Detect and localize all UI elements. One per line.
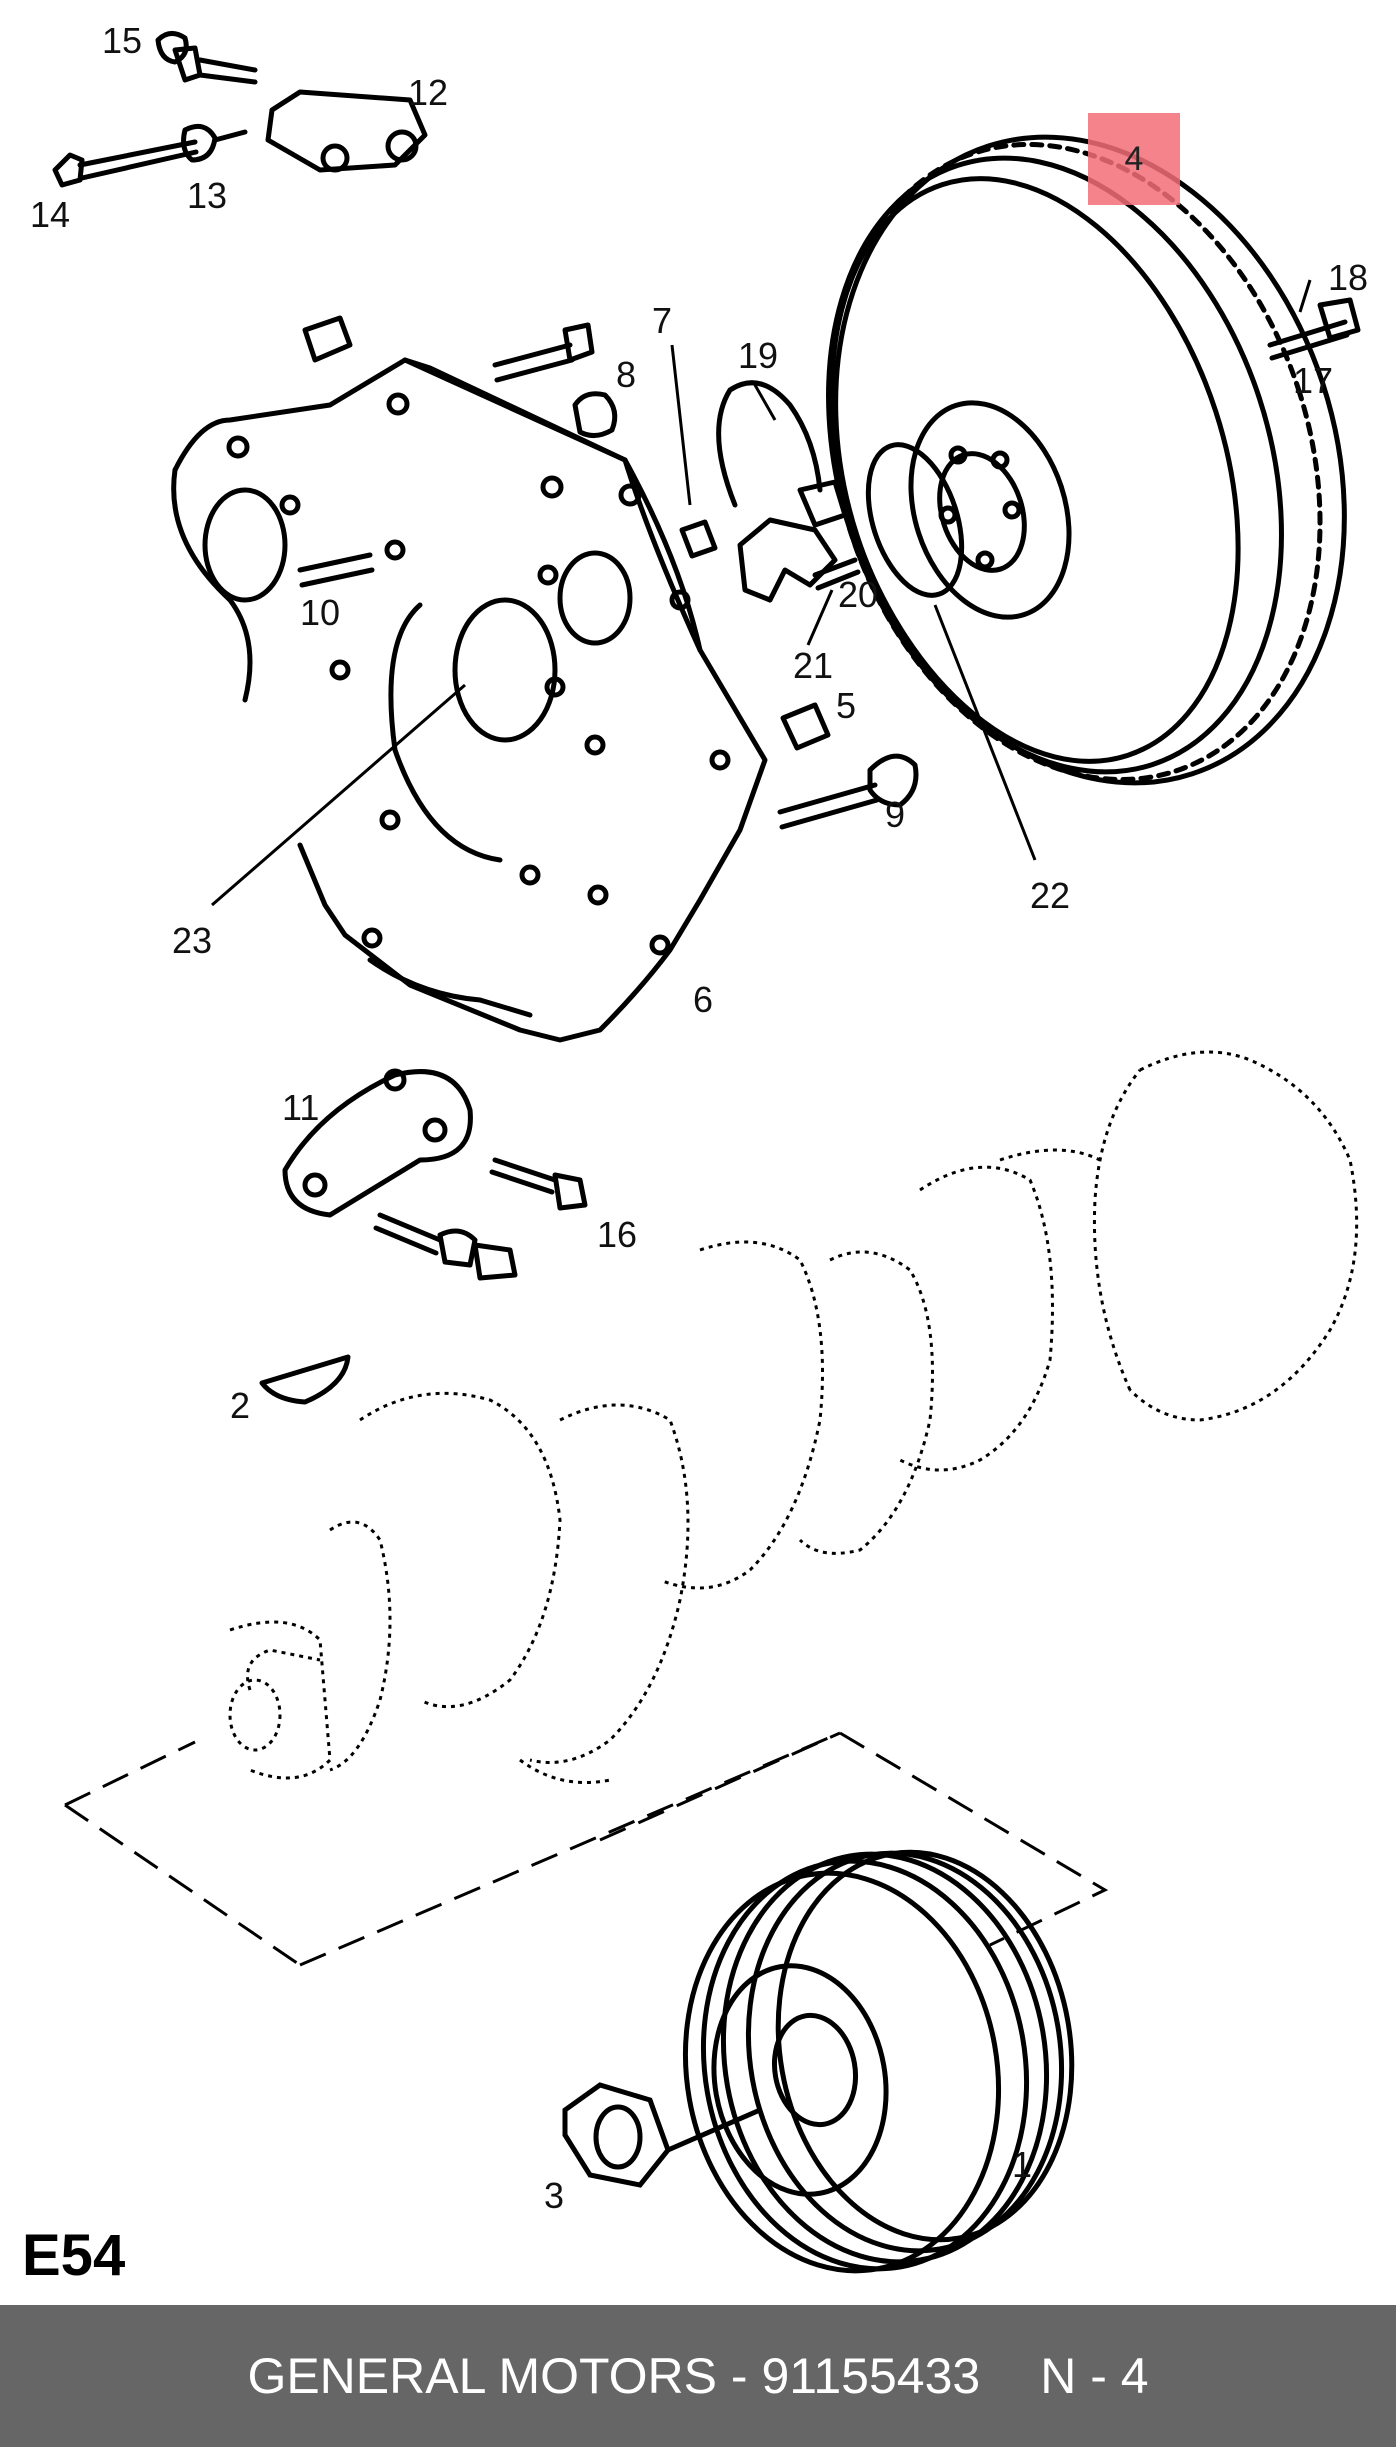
callout-9: 9 (885, 794, 905, 835)
callout-6: 6 (693, 979, 713, 1020)
bolt-16-lower (373, 1212, 518, 1281)
callout-20: 20 (838, 574, 878, 615)
callout-17: 17 (1293, 360, 1333, 401)
callout-13: 13 (187, 175, 227, 216)
callout-11: 11 (282, 1087, 319, 1128)
nut-8 (572, 391, 618, 438)
callout-16: 16 (597, 1214, 637, 1255)
nut-3 (562, 2082, 761, 2188)
footer-part-number: 91155433 (761, 2348, 981, 2404)
footer-brand: GENERAL MOTORS (247, 2348, 717, 2404)
highlight-marker (1088, 113, 1180, 205)
pulley-1 (682, 1849, 1075, 2274)
bolt-17-18 (1267, 297, 1361, 361)
bolt-upper-plate (492, 322, 595, 383)
bolt-16 (489, 1157, 588, 1211)
crankshaft (228, 1050, 1359, 1784)
callout-7: 7 (652, 300, 672, 341)
callout-12: 12 (408, 72, 448, 113)
key-2 (259, 1354, 351, 1405)
callout-10: 10 (300, 592, 340, 633)
stud-10 (297, 552, 375, 588)
callout-22: 22 (1030, 875, 1070, 916)
callout-21: 21 (793, 645, 833, 686)
footer-bar: GENERAL MOTORS - 91155433 N - 4 (0, 2305, 1396, 2447)
callout-labels: 15 12 14 13 4 18 17 7 19 8 10 20 21 5 9 … (30, 20, 1368, 2216)
callout-18: 18 (1328, 257, 1368, 298)
bolt-14-assembly (52, 123, 248, 188)
bolt-9 (777, 753, 919, 830)
sleeve-5 (780, 702, 831, 751)
callout-15: 15 (102, 20, 142, 61)
callout-14: 14 (30, 194, 70, 235)
callout-8: 8 (616, 354, 636, 395)
bracket-12 (265, 89, 428, 173)
highlight-part-label: 4 (1124, 139, 1144, 178)
callout-2: 2 (230, 1385, 250, 1426)
callout-5: 5 (836, 685, 856, 726)
callout-1: 1 (1012, 2144, 1032, 2185)
dowel-sleeve (302, 315, 353, 363)
connector-box (64, 1731, 1109, 1967)
dowel-7 (679, 519, 718, 559)
callout-3: 3 (544, 2175, 564, 2216)
footer-ref: N - 4 (1040, 2348, 1149, 2404)
callout-19: 19 (738, 335, 778, 376)
bolt-15-assembly (155, 31, 258, 85)
diagram-code: E54 (22, 2223, 126, 2288)
leader-lines (211, 279, 1312, 907)
footer-separator: - (730, 2348, 748, 2404)
backing-plate-6 (171, 357, 768, 1043)
bracket-11 (282, 1068, 473, 1218)
parts-diagram: 15 12 14 13 4 18 17 7 19 8 10 20 21 5 9 … (30, 20, 1368, 2274)
callout-23: 23 (172, 920, 212, 961)
seal-22 (865, 442, 965, 598)
flywheel-4 (826, 134, 1347, 786)
